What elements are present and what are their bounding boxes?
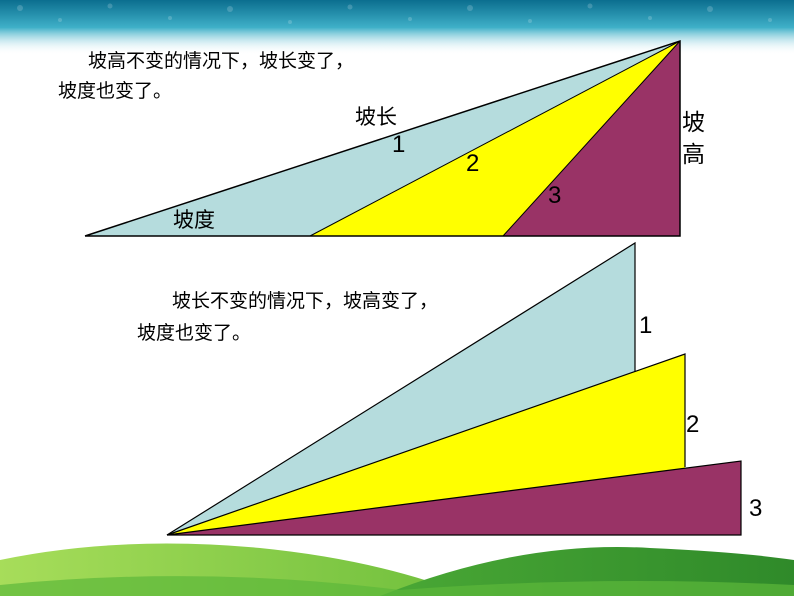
- bottom-number-3: 3: [749, 495, 762, 522]
- top-hypotenuse-2: [309, 40, 681, 237]
- bottom-triangle-1-outline: [166, 241, 636, 536]
- top-diagram: 坡高不变的情况下，坡长变了， 坡度也变了。 坡长 坡 高 坡度 1 2 3: [58, 39, 705, 237]
- top-number-3: 3: [548, 182, 561, 209]
- top-triangle-outline: [84, 39, 681, 237]
- label-slope-length: 坡长: [355, 105, 397, 129]
- bottom-number-2: 2: [686, 411, 699, 438]
- top-number-1: 1: [392, 131, 405, 158]
- label-slope-height-bottom: 高: [682, 142, 705, 168]
- bottom-number-1: 1: [639, 312, 652, 339]
- label-slope-angle: 坡度: [173, 208, 215, 232]
- bottom-caption-line2: 坡度也变了。: [137, 322, 251, 344]
- top-number-2: 2: [466, 150, 479, 177]
- bottom-caption-line1: 坡长不变的情况下，坡高变了，: [172, 290, 438, 312]
- bottom-triangle-2-outline: [166, 353, 686, 536]
- top-band-pattern: [17, 3, 772, 24]
- grass-hill-front: [0, 576, 794, 596]
- top-hypotenuse-3: [502, 40, 681, 237]
- bottom-diagram: 坡长不变的情况下，坡高变了， 坡度也变了。 1 2 3: [137, 241, 762, 536]
- top-band: [0, 0, 794, 55]
- top-caption-line1: 坡高不变的情况下，坡长变了，: [88, 50, 354, 72]
- label-slope-height-top: 坡: [682, 110, 705, 136]
- bottom-triangle-3-outline: [166, 460, 742, 536]
- top-caption-line2: 坡度也变了。: [58, 80, 172, 102]
